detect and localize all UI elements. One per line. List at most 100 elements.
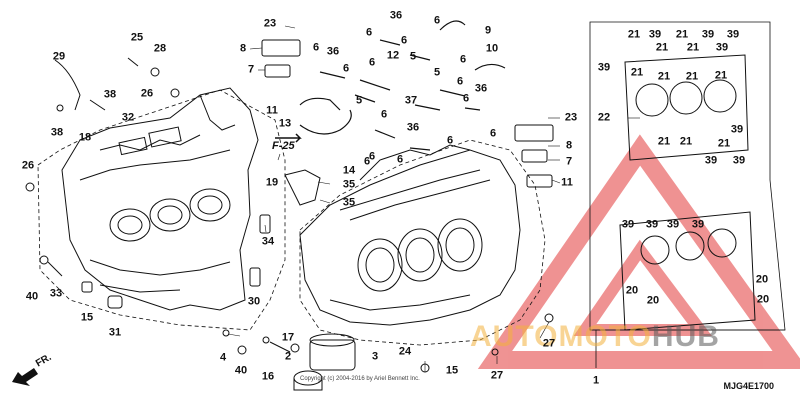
upper-crankcase xyxy=(61,87,259,311)
callout-label[interactable]: 27 xyxy=(542,337,556,350)
callout-label[interactable]: 15 xyxy=(445,364,459,377)
callout-label[interactable]: 8 xyxy=(239,42,247,55)
callout-label[interactable]: 16 xyxy=(261,370,275,383)
callout-label[interactable]: 21 xyxy=(630,66,644,79)
callout-label[interactable]: 6 xyxy=(400,34,408,47)
front-arrow xyxy=(12,368,38,386)
callout-label[interactable]: 32 xyxy=(121,111,135,124)
callout-label[interactable]: 21 xyxy=(657,135,671,148)
callout-label[interactable]: 20 xyxy=(646,294,660,307)
callout-label[interactable]: 2 xyxy=(284,350,292,363)
callout-label[interactable]: 15 xyxy=(80,311,94,324)
watermark-text-part2: HUB xyxy=(651,320,720,353)
callout-label[interactable]: 39 xyxy=(597,61,611,74)
callout-label[interactable]: 36 xyxy=(474,82,488,95)
callout-label[interactable]: 40 xyxy=(25,290,39,303)
callout-label[interactable]: 26 xyxy=(21,159,35,172)
callout-label[interactable]: 9 xyxy=(484,24,492,37)
callout-label[interactable]: 6 xyxy=(368,56,376,69)
callout-label[interactable]: 23 xyxy=(263,17,277,30)
callout-label[interactable]: 6 xyxy=(489,127,497,140)
callout-label[interactable]: 20 xyxy=(625,284,639,297)
callout-label[interactable]: 14 xyxy=(342,164,356,177)
callout-label[interactable]: 5 xyxy=(409,50,417,63)
callout-label[interactable]: 6 xyxy=(363,155,371,168)
callout-label[interactable]: 11 xyxy=(266,104,278,117)
callout-label[interactable]: 39 xyxy=(715,41,729,54)
callout-label[interactable]: 13 xyxy=(278,117,292,130)
callout-label[interactable]: 6 xyxy=(312,41,320,54)
callout-label[interactable]: 39 xyxy=(732,154,746,167)
callout-label[interactable]: 3 xyxy=(371,350,379,363)
callout-label[interactable]: 21 xyxy=(627,28,641,41)
callout-label[interactable]: 39 xyxy=(666,218,680,231)
callout-label[interactable]: 17 xyxy=(281,331,295,344)
callout-label[interactable]: 21 xyxy=(714,69,728,82)
callout-label[interactable]: 38 xyxy=(103,88,117,101)
callout-label[interactable]: 21 xyxy=(686,41,700,54)
callout-label[interactable]: 6 xyxy=(459,53,467,66)
callout-label[interactable]: 39 xyxy=(701,28,715,41)
callout-label[interactable]: 30 xyxy=(247,295,261,308)
callout-label[interactable]: 34 xyxy=(261,235,275,248)
callout-label[interactable]: 39 xyxy=(726,28,740,41)
callout-label[interactable]: 39 xyxy=(648,28,662,41)
callout-label[interactable]: 36 xyxy=(326,45,340,58)
callout-label[interactable]: 6 xyxy=(433,14,441,27)
callout-label[interactable]: 40 xyxy=(234,364,248,377)
callout-label[interactable]: 22 xyxy=(597,111,611,124)
callout-label[interactable]: 19 xyxy=(265,176,279,189)
callout-label[interactable]: 6 xyxy=(456,75,464,88)
callout-label[interactable]: 33 xyxy=(49,287,63,300)
callout-label[interactable]: 6 xyxy=(365,26,373,39)
callout-label[interactable]: 24 xyxy=(398,345,412,358)
callout-label[interactable]: 6 xyxy=(380,108,388,121)
callout-label[interactable]: 7 xyxy=(247,63,255,76)
upper-crankcase-outline xyxy=(37,89,286,331)
section-arrow xyxy=(275,133,302,143)
callout-label[interactable]: 5 xyxy=(433,66,441,79)
callout-label[interactable]: 31 xyxy=(108,326,122,339)
callout-label[interactable]: 7 xyxy=(565,155,573,168)
callout-label[interactable]: 27 xyxy=(490,369,504,382)
callout-label[interactable]: 4 xyxy=(219,351,227,364)
callout-label[interactable]: 6 xyxy=(396,153,404,166)
callout-label[interactable]: 8 xyxy=(565,139,573,152)
callout-label[interactable]: 38 xyxy=(50,126,64,139)
callout-label[interactable]: 6 xyxy=(446,134,454,147)
callout-label[interactable]: 23 xyxy=(564,111,578,124)
callout-label[interactable]: 35 xyxy=(342,196,356,209)
callout-label[interactable]: 26 xyxy=(140,87,154,100)
callout-label[interactable]: 11 xyxy=(561,176,573,189)
callout-label[interactable]: 21 xyxy=(655,41,669,54)
callout-label[interactable]: 36 xyxy=(389,9,403,22)
callout-label[interactable]: 6 xyxy=(342,62,350,75)
callout-label[interactable]: 20 xyxy=(756,293,770,306)
callout-label[interactable]: 36 xyxy=(406,121,420,134)
callout-label[interactable]: 20 xyxy=(755,273,769,286)
callout-label[interactable]: 25 xyxy=(130,31,144,44)
callout-label[interactable]: 29 xyxy=(52,50,66,63)
callout-label[interactable]: 6 xyxy=(368,150,376,163)
section-reference: F-25 xyxy=(272,140,295,152)
callout-label[interactable]: 39 xyxy=(621,218,635,231)
callout-label[interactable]: 21 xyxy=(717,137,731,150)
callout-label[interactable]: 39 xyxy=(704,154,718,167)
callout-label[interactable]: 21 xyxy=(679,135,693,148)
callout-label[interactable]: 1 xyxy=(592,374,600,387)
callout-label[interactable]: 21 xyxy=(685,70,699,83)
callout-label[interactable]: 39 xyxy=(645,218,659,231)
callout-label[interactable]: 37 xyxy=(404,94,418,107)
lower-crankcase-outline xyxy=(299,139,546,346)
callout-label[interactable]: 5 xyxy=(355,94,363,107)
callout-label[interactable]: 35 xyxy=(342,178,356,191)
callout-label[interactable]: 18 xyxy=(78,131,92,144)
callout-label[interactable]: 12 xyxy=(386,49,400,62)
callout-label[interactable]: 39 xyxy=(730,123,744,136)
callout-label[interactable]: 6 xyxy=(462,92,470,105)
callout-label[interactable]: 21 xyxy=(657,70,671,83)
callout-label[interactable]: 10 xyxy=(485,42,499,55)
callout-label[interactable]: 21 xyxy=(675,28,689,41)
callout-label[interactable]: 28 xyxy=(153,42,167,55)
callout-label[interactable]: 39 xyxy=(691,218,705,231)
